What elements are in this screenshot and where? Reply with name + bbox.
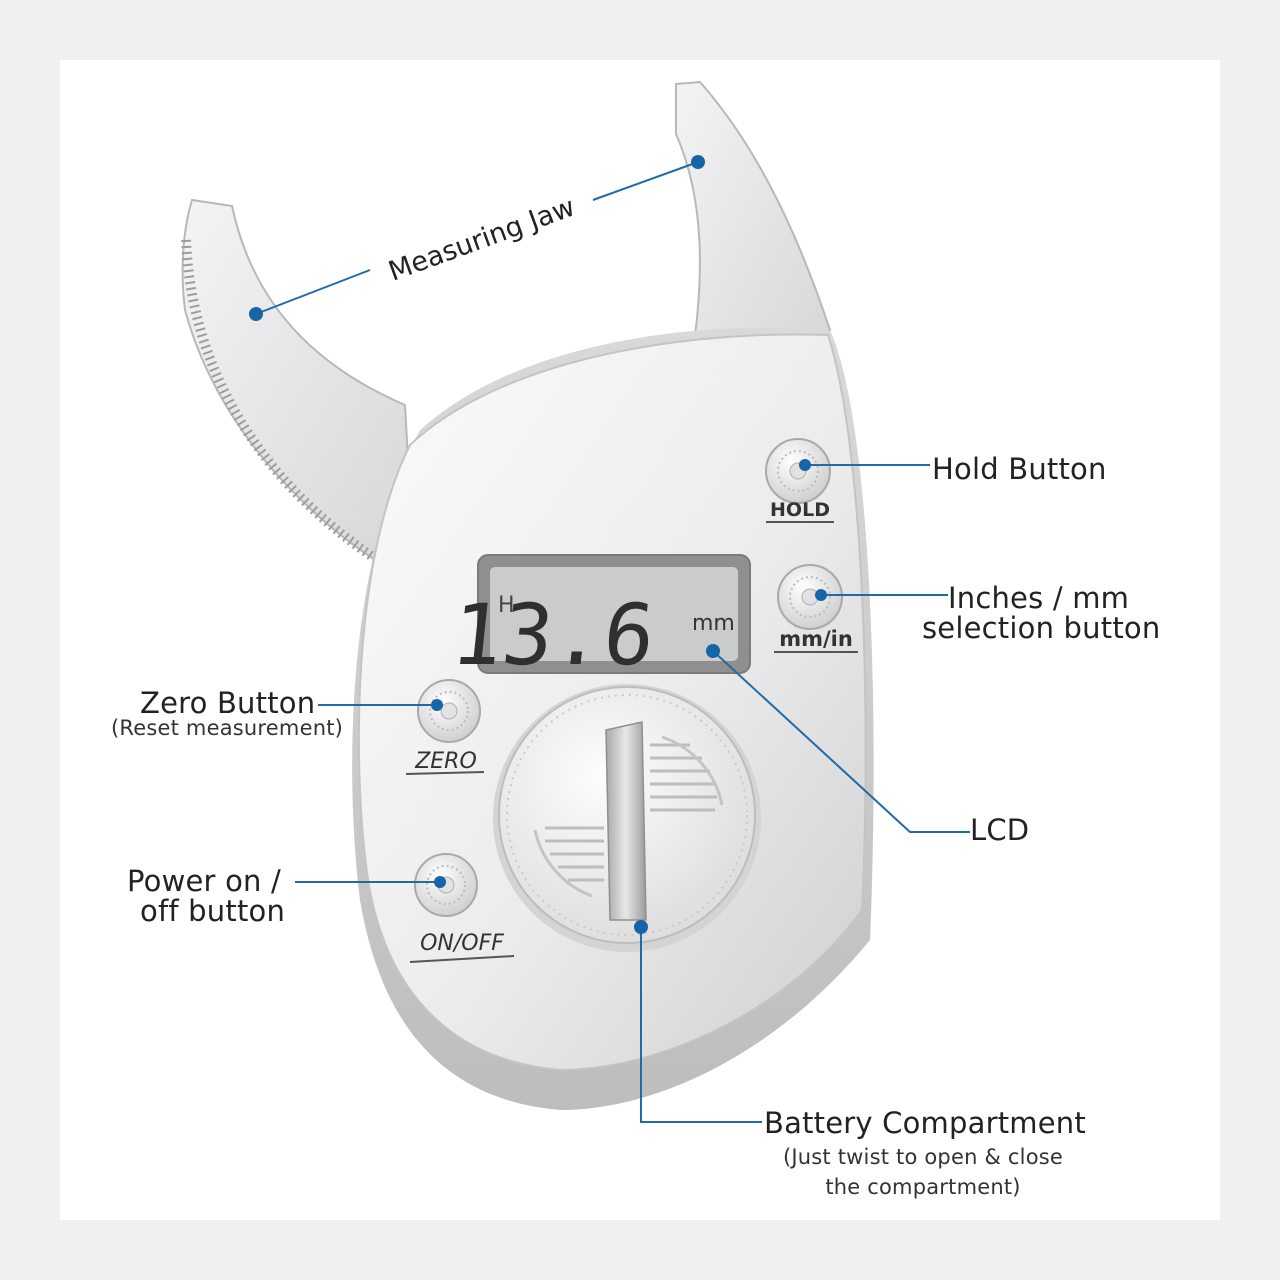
callout-battery-note-line1: (Just twist to open & close — [782, 1145, 1064, 1169]
mm-in-button[interactable] — [777, 564, 843, 630]
callout-inches-mm-line1: Inches / mm — [948, 581, 1130, 615]
callout-battery: Battery Compartment — [764, 1106, 1086, 1140]
leader-lines — [255, 161, 970, 1123]
right-jaw — [675, 80, 832, 372]
lcd-hold-indicator: H — [498, 593, 515, 618]
leader-dots — [249, 155, 827, 934]
power-button[interactable] — [414, 853, 478, 917]
callout-power-line1: Power on / — [127, 864, 282, 898]
callout-measuring-jaw: Measuring Jaw — [385, 192, 579, 288]
battery-compartment[interactable] — [493, 684, 761, 952]
callout-lcd: LCD — [970, 813, 1030, 847]
callout-battery-note-line2: the compartment) — [825, 1175, 1021, 1199]
lcd-reading: 13.6 — [447, 586, 660, 684]
lcd-screen — [490, 567, 738, 661]
mm-in-button-label: mm/in — [779, 627, 853, 651]
lcd-unit: mm — [692, 611, 735, 636]
hold-button-label: HOLD — [770, 499, 830, 521]
zero-button[interactable] — [417, 679, 481, 743]
power-button-label: ON/OFF — [420, 931, 504, 956]
zero-button-label: ZERO — [414, 749, 477, 774]
callout-power-line2: off button — [140, 894, 286, 928]
callout-zero-button: Zero Button — [140, 686, 316, 720]
hold-button[interactable] — [765, 438, 831, 504]
callout-inches-mm-line2: selection button — [922, 611, 1161, 645]
callout-hold-button: Hold Button — [932, 452, 1107, 486]
callout-zero-note: (Reset measurement) — [111, 716, 344, 740]
